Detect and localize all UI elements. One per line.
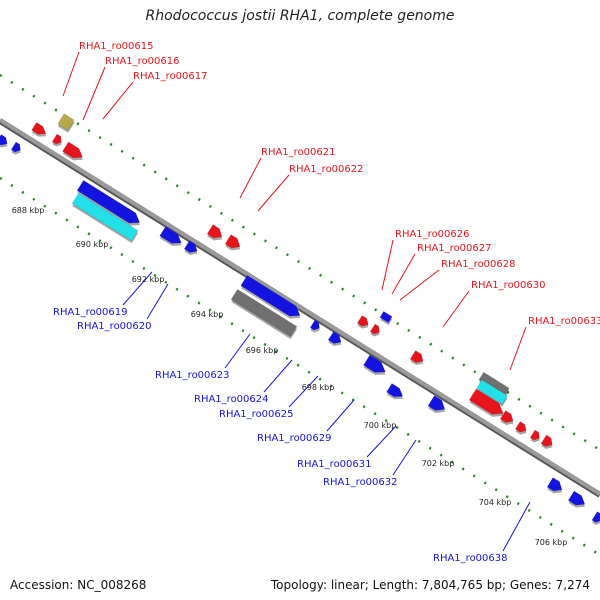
gene-block[interactable] bbox=[71, 192, 139, 244]
gene-arrow[interactable] bbox=[62, 141, 87, 164]
map-title: Rhodococcus jostii RHA1, complete genome bbox=[145, 8, 455, 24]
gene-arrow[interactable] bbox=[386, 383, 407, 403]
scale-tick-label: 690 kbp bbox=[76, 240, 109, 249]
gene-block[interactable] bbox=[476, 379, 509, 407]
gene-label-rha1-ro00619[interactable]: RHA1_ro00619 bbox=[53, 271, 153, 318]
gene-arrow[interactable] bbox=[31, 122, 50, 140]
gene-label-rha1-ro00625[interactable]: RHA1_ro00625 bbox=[219, 375, 319, 420]
scale-tick-label: 706 kbp bbox=[535, 538, 568, 547]
svg-text:RHA1_ro00624: RHA1_ro00624 bbox=[194, 394, 269, 405]
gene-arrow[interactable] bbox=[159, 226, 186, 250]
svg-text:RHA1_ro00615: RHA1_ro00615 bbox=[79, 41, 154, 52]
gene-label-rha1-ro00623[interactable]: RHA1_ro00623 bbox=[155, 333, 251, 381]
gene-arrow[interactable] bbox=[540, 434, 556, 451]
scale-tick-label: 702 kbp bbox=[422, 459, 455, 468]
gene-arrow[interactable] bbox=[0, 134, 11, 150]
gene-label-rha1-ro00615[interactable]: RHA1_ro00615 bbox=[62, 41, 154, 97]
gene-arrow[interactable] bbox=[427, 395, 449, 417]
gene-label-rha1-ro00638[interactable]: RHA1_ro00638 bbox=[433, 501, 531, 564]
gene-label-rha1-ro00632[interactable]: RHA1_ro00632 bbox=[323, 439, 417, 488]
svg-text:RHA1_ro00633: RHA1_ro00633 bbox=[528, 316, 600, 327]
svg-text:RHA1_ro00626: RHA1_ro00626 bbox=[395, 229, 470, 240]
gene-arrow[interactable] bbox=[51, 133, 65, 148]
gene-arrow[interactable] bbox=[10, 141, 24, 156]
gene-arrow[interactable] bbox=[356, 315, 372, 331]
svg-text:RHA1_ro00628: RHA1_ro00628 bbox=[441, 259, 516, 270]
gene-label-rha1-ro00620[interactable]: RHA1_ro00620 bbox=[77, 283, 169, 332]
svg-text:RHA1_ro00632: RHA1_ro00632 bbox=[323, 477, 398, 488]
scale-tick-label: 700 kbp bbox=[364, 421, 397, 430]
gene-arrow[interactable] bbox=[183, 240, 201, 258]
svg-text:RHA1_ro00638: RHA1_ro00638 bbox=[433, 553, 508, 564]
gene-arrow[interactable] bbox=[529, 429, 543, 444]
gene-arrow[interactable] bbox=[567, 490, 589, 511]
gene-label-rha1-ro00627[interactable]: RHA1_ro00627 bbox=[391, 243, 492, 295]
svg-text:RHA1_ro00623: RHA1_ro00623 bbox=[155, 370, 230, 381]
gene-block[interactable] bbox=[379, 310, 394, 326]
gene-arrow[interactable] bbox=[468, 388, 508, 422]
gene-label-rha1-ro00631[interactable]: RHA1_ro00631 bbox=[297, 425, 397, 470]
svg-text:RHA1_ro00619: RHA1_ro00619 bbox=[53, 307, 128, 318]
gene-label-rha1-ro00629[interactable]: RHA1_ro00629 bbox=[257, 399, 355, 444]
gene-label-rha1-ro00617[interactable]: RHA1_ro00617 bbox=[102, 71, 208, 120]
scale-tick-label: 698 kbp bbox=[302, 383, 335, 392]
gene-label-rha1-ro00626[interactable]: RHA1_ro00626 bbox=[381, 229, 470, 291]
gene-arrow[interactable] bbox=[514, 421, 530, 437]
gene-block[interactable] bbox=[230, 288, 298, 340]
genome-backbone bbox=[0, 118, 600, 496]
svg-text:RHA1_ro00629: RHA1_ro00629 bbox=[257, 433, 332, 444]
scale-tick-label: 694 kbp bbox=[191, 310, 224, 319]
gene-arrow[interactable] bbox=[309, 319, 323, 334]
svg-text:RHA1_ro00625: RHA1_ro00625 bbox=[219, 409, 294, 420]
svg-text:RHA1_ro00622: RHA1_ro00622 bbox=[289, 164, 364, 175]
scale-tick-label: 692 kbp bbox=[132, 275, 165, 284]
gene-block[interactable] bbox=[57, 113, 76, 133]
topology-text: Topology: linear; Length: 7,804,765 bp; … bbox=[270, 578, 590, 592]
gene-arrow[interactable] bbox=[546, 477, 566, 497]
gene-arrow[interactable] bbox=[76, 179, 144, 230]
gene-arrow[interactable] bbox=[206, 224, 226, 244]
gene-label-rha1-ro00621[interactable]: RHA1_ro00621 bbox=[239, 147, 336, 199]
svg-text:RHA1_ro00631: RHA1_ro00631 bbox=[297, 459, 372, 470]
gene-label-rha1-ro00624[interactable]: RHA1_ro00624 bbox=[194, 359, 293, 405]
gene-label-rha1-ro00628[interactable]: RHA1_ro00628 bbox=[399, 259, 516, 301]
gene-label-rha1-ro00633[interactable]: RHA1_ro00633 bbox=[509, 316, 600, 371]
scale-tick-label: 704 kbp bbox=[479, 498, 512, 507]
scale-tick-label: 688 kbp bbox=[12, 206, 45, 215]
svg-text:RHA1_ro00627: RHA1_ro00627 bbox=[417, 243, 492, 254]
gene-label-rha1-ro00622[interactable]: RHA1_ro00622 bbox=[257, 164, 364, 212]
gene-arrow[interactable] bbox=[591, 511, 600, 527]
lower-guide-line bbox=[0, 176, 600, 557]
svg-text:RHA1_ro00630: RHA1_ro00630 bbox=[471, 280, 546, 291]
gene-label-rha1-ro00630[interactable]: RHA1_ro00630 bbox=[442, 280, 546, 328]
gene-arrow[interactable] bbox=[409, 350, 427, 368]
gene-label-rha1-ro00616[interactable]: RHA1_ro00616 bbox=[82, 56, 180, 121]
accession-text: Accession: NC_008268 bbox=[10, 578, 147, 592]
gene-arrow[interactable] bbox=[369, 323, 383, 338]
svg-text:RHA1_ro00616: RHA1_ro00616 bbox=[105, 56, 180, 67]
gene-arrow[interactable] bbox=[499, 410, 517, 428]
gene-arrow[interactable] bbox=[224, 234, 244, 254]
scale-tick-label: 696 kbp bbox=[246, 346, 279, 355]
svg-text:RHA1_ro00621: RHA1_ro00621 bbox=[261, 147, 336, 158]
gene-arrow[interactable] bbox=[240, 275, 305, 323]
svg-text:RHA1_ro00620: RHA1_ro00620 bbox=[77, 321, 152, 332]
gene-arrow[interactable] bbox=[327, 331, 345, 349]
svg-text:RHA1_ro00617: RHA1_ro00617 bbox=[133, 71, 208, 82]
upper-guide-line bbox=[0, 73, 600, 452]
gene-arrow[interactable] bbox=[362, 354, 389, 379]
